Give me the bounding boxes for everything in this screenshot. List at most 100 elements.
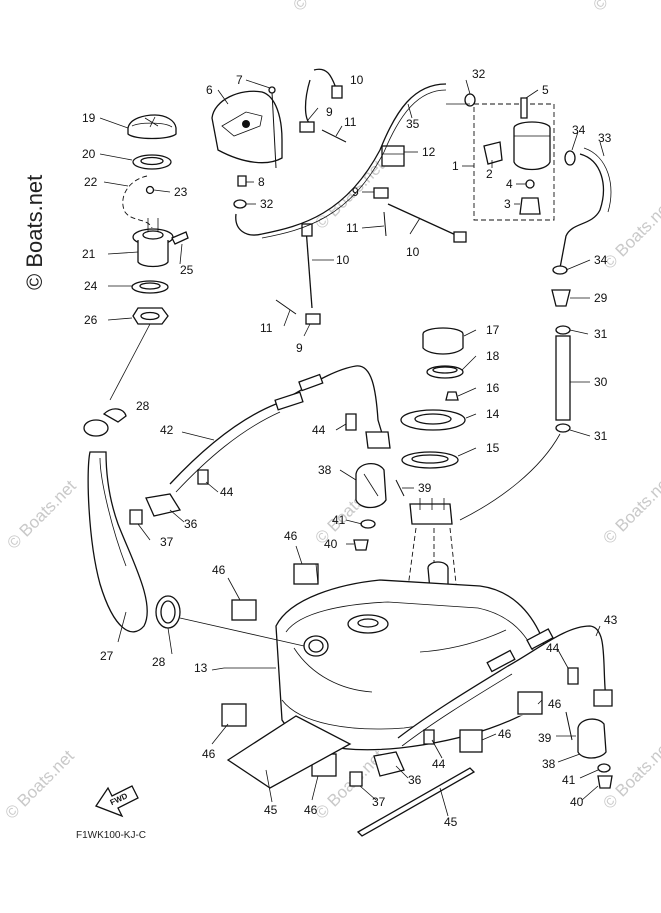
callout-label: 10 [350,73,364,87]
callout-label: 22 [84,175,98,189]
cover-and-straps [211,68,467,325]
callout-label: 11 [344,115,357,129]
callout-label: 4 [506,177,513,191]
callout-label: 5 [542,83,549,97]
callout-label: 45 [444,815,458,829]
pads-and-sheets [221,563,543,837]
callout-label: 41 [562,773,576,787]
callout-label: 44 [220,485,234,499]
callout-label: 11 [346,221,359,235]
sheet-45 [226,715,352,789]
fuel-filter-assembly [446,93,612,521]
strap-43 [397,625,607,739]
callout-label: 37 [372,795,386,809]
watermark-tile: © Boats.net [3,476,80,553]
vertical-watermark: © Boats.net [22,175,47,290]
callout-label: 46 [498,727,512,741]
callout-label: 39 [538,731,552,745]
watermark-tile: © Boats.net [599,196,661,273]
callout-label: 27 [100,649,114,663]
callout-label: 10 [336,253,350,267]
forward-arrow: FWD [95,785,139,818]
callout-label: 33 [598,131,612,145]
callout-label: 9 [326,105,333,119]
leader-lines [99,79,605,817]
callout-label: 32 [472,67,486,81]
callout-label: 29 [594,291,608,305]
callout-label: 1 [452,159,459,173]
callout-label: 8 [258,175,265,189]
callout-labels: 1 2 3 4 5 6 7 8 9 9 9 10 10 10 11 11 11 … [82,67,618,829]
callout-label: 24 [84,279,98,293]
pad-46 [231,599,257,621]
fuel-cap [127,114,177,140]
pad-46 [459,729,483,753]
filler-cap-assembly [109,114,189,401]
callout-label: 44 [312,423,326,437]
filler-hose [83,408,181,633]
callout-label: 3 [504,197,511,211]
callout-label: 32 [260,197,274,211]
callout-label: 25 [180,263,194,277]
callout-label: 39 [418,481,432,495]
callout-label: 23 [174,185,188,199]
callout-label: 21 [82,247,96,261]
callout-label: 9 [352,185,359,199]
pad-46 [221,703,247,727]
callout-label: 9 [296,341,303,355]
callout-label: 42 [160,423,174,437]
callout-label: 14 [486,407,500,421]
diagram-code: F1WK100-KJ-C [76,830,146,841]
watermark-tile: © Boats.net [599,736,661,813]
callout-label: 20 [82,147,96,161]
callout-label: 46 [548,697,562,711]
callout-label: 6 [206,83,213,97]
upper-strap-42 [129,365,391,525]
callout-label: 44 [432,757,446,771]
callout-label: 46 [284,529,298,543]
fuel-pump-assembly [400,327,466,603]
mount-block-right [565,711,613,789]
pad-46 [517,691,543,715]
callout-label: 30 [594,375,608,389]
callout-label: 46 [304,803,318,817]
callout-label: 36 [184,517,198,531]
callout-label: 37 [160,535,174,549]
callout-label: 12 [422,145,436,159]
watermark-tile: © Boats.net [1,746,78,823]
callout-label: 11 [260,321,273,335]
callout-label: 34 [572,123,586,137]
callout-label: 31 [594,327,608,341]
filter-group-box [473,103,555,221]
callout-label: 28 [152,655,166,669]
callout-label: 7 [236,73,243,87]
callout-label: 13 [194,661,208,675]
lower-strap-43 [349,625,613,787]
callout-label: 41 [332,513,346,527]
watermark-tile: © Boats.net [289,0,366,15]
callout-label: 36 [408,773,422,787]
callout-label: 18 [486,349,500,363]
pad-46 [293,563,319,585]
sheet-45 [356,767,476,837]
callout-label: 17 [486,323,500,337]
callout-label: 44 [546,641,560,655]
watermark-tile: © Boats.net [589,0,661,15]
mount-block-left [353,463,405,551]
callout-label: 38 [318,463,332,477]
callout-label: 38 [542,757,556,771]
callout-label: 46 [212,563,226,577]
retaining-chain [122,175,153,229]
callout-label: 2 [486,167,493,181]
callout-label: 40 [570,795,584,809]
callout-label: 16 [486,381,500,395]
callout-label: 26 [84,313,98,327]
callout-label: 40 [324,537,338,551]
callout-label: 35 [406,117,420,131]
callout-label: 28 [136,399,150,413]
callout-label: 19 [82,111,96,125]
callout-label: 15 [486,441,500,455]
callout-label: 34 [594,253,608,267]
callout-label: 46 [202,747,216,761]
